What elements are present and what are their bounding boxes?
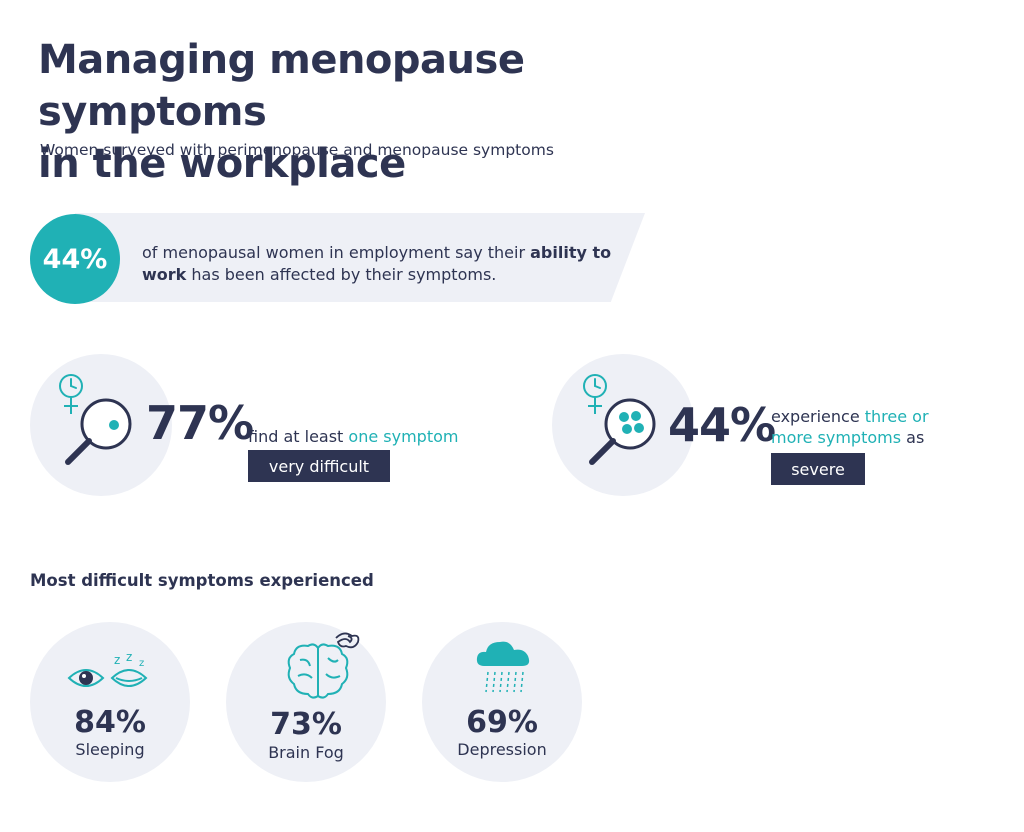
title-line-1: Managing menopause symptoms (38, 37, 525, 135)
symptom-percent-brain-fog: 73% (270, 707, 342, 742)
stat-text-2-after: as (901, 428, 925, 447)
stat-text-2-plain: experience (771, 407, 865, 426)
magnifier-multi-dot-icon (583, 374, 656, 465)
symptom-label-depression: Depression (457, 740, 547, 759)
stat-tag-1: very difficult (248, 450, 390, 482)
symptom-percent-depression: 69% (466, 705, 538, 740)
symptom-percent-sleeping: 84% (74, 705, 146, 740)
svg-text:z: z (126, 650, 132, 664)
stat-percent-1: 77% (146, 396, 254, 450)
banner-text-part1: of menopausal women in employment say th… (142, 243, 531, 262)
symptom-circle-sleeping (30, 622, 190, 782)
stat-text-2: experience three or more symptoms as (771, 406, 971, 448)
page-subtitle: Women surveyed with perimenopause and me… (40, 141, 554, 159)
symptom-label-sleeping: Sleeping (75, 740, 145, 759)
title-line-2: in the workplace (38, 141, 406, 187)
symptom-label-brain-fog: Brain Fog (268, 743, 344, 762)
rain-cloud-icon (476, 641, 530, 693)
stat-text-2-highlight: three or more symptoms (771, 407, 929, 447)
brain-tangle-icon (287, 632, 360, 699)
banner-percent-badge: 44% (30, 214, 120, 304)
banner-percent: 44% (42, 243, 108, 275)
banner-background (75, 213, 645, 302)
banner-text-part2: has been affected by their symptoms. (186, 265, 497, 284)
eyes-sleep-icon: z z z (67, 650, 148, 687)
stat-text-1-highlight: one symptom (348, 427, 459, 446)
magnifier-single-dot-icon (59, 374, 132, 465)
page-title: Managing menopause symptoms in the workp… (38, 34, 758, 190)
svg-text:z: z (139, 658, 144, 669)
banner-text: of menopausal women in employment say th… (142, 242, 622, 286)
stat-percent-2: 44% (668, 398, 776, 452)
stat-text-1: find at least one symptom (248, 426, 488, 447)
svg-text:z: z (114, 653, 120, 667)
stat-text-1-plain: find at least (248, 427, 349, 446)
symptom-circle-brain-fog (226, 622, 386, 782)
stat-tag-2: severe (771, 453, 865, 485)
symptoms-section-title: Most difficult symptoms experienced (30, 571, 374, 590)
banner-text-bold: ability to work (142, 243, 612, 284)
